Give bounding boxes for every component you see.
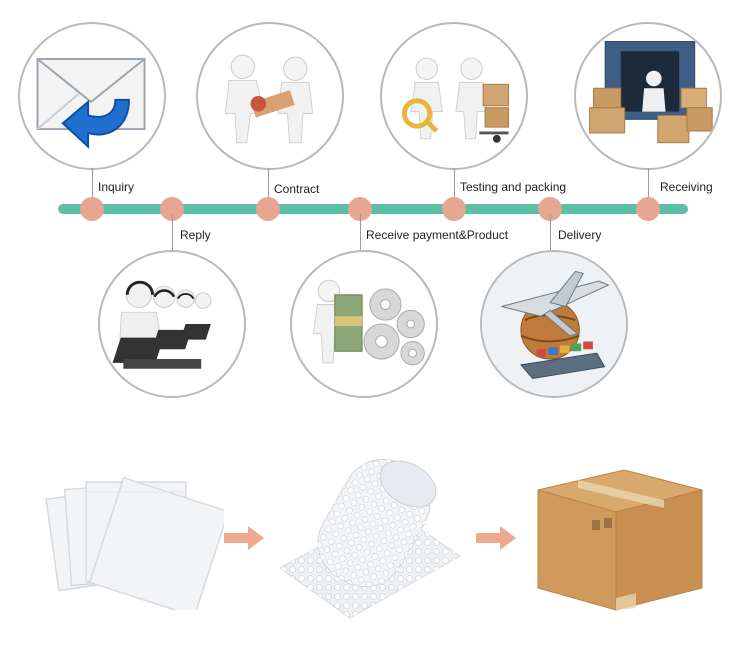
contract-stem: [268, 168, 269, 204]
payment-circle: [290, 250, 438, 398]
timeline-dot-inquiry: [80, 197, 104, 221]
delivery-stem: [550, 214, 551, 250]
contract-label: Contract: [274, 182, 320, 196]
timeline-dot-contract: [256, 197, 280, 221]
testing-packing-circle: [380, 22, 528, 170]
right-arrow-icon: [476, 526, 516, 550]
delivery-circle: [480, 250, 628, 398]
arrow-bags-to-bubble: [224, 526, 264, 555]
reply-label: Reply: [180, 228, 211, 242]
arrow-bubble-to-box: [476, 526, 516, 555]
cardboard-box: [532, 460, 710, 618]
timeline-dot-receiving: [636, 197, 660, 221]
envelope-reply-icon: [36, 58, 146, 149]
testing-packing-label: Testing and packing: [460, 180, 567, 194]
bubble-wrap: [270, 448, 466, 620]
payment-label: Receive payment&Product: [366, 228, 509, 242]
reply-circle: [98, 250, 246, 398]
receiving-label: Receiving: [660, 180, 713, 194]
payment-stem: [360, 214, 361, 250]
bubble-wrap-icon: [279, 458, 461, 619]
container-boxes-icon: [589, 41, 713, 144]
handshake-stamp-icon: [224, 54, 314, 144]
money-gears-icon: [312, 279, 425, 366]
delivery-label: Delivery: [558, 228, 602, 242]
contract-circle: [196, 22, 344, 170]
receiving-circle: [574, 22, 722, 170]
plane-ship-globe-icon: [482, 252, 626, 396]
inquiry-circle: [18, 22, 166, 170]
call-center-icon: [112, 280, 212, 369]
inquiry-label: Inquiry: [98, 180, 135, 194]
timeline-dot-testing: [442, 197, 466, 221]
cardboard-box-icon: [537, 469, 703, 611]
plastic-bags: [42, 470, 224, 610]
reply-stem: [172, 214, 173, 250]
timeline-bar: [58, 204, 688, 214]
testing-packing-icon: [401, 57, 509, 143]
testing-packing-stem: [454, 168, 455, 204]
right-arrow-icon: [224, 526, 264, 550]
plastic-bags-icon: [45, 476, 224, 610]
receiving-stem: [648, 168, 649, 204]
inquiry-stem: [92, 168, 93, 204]
